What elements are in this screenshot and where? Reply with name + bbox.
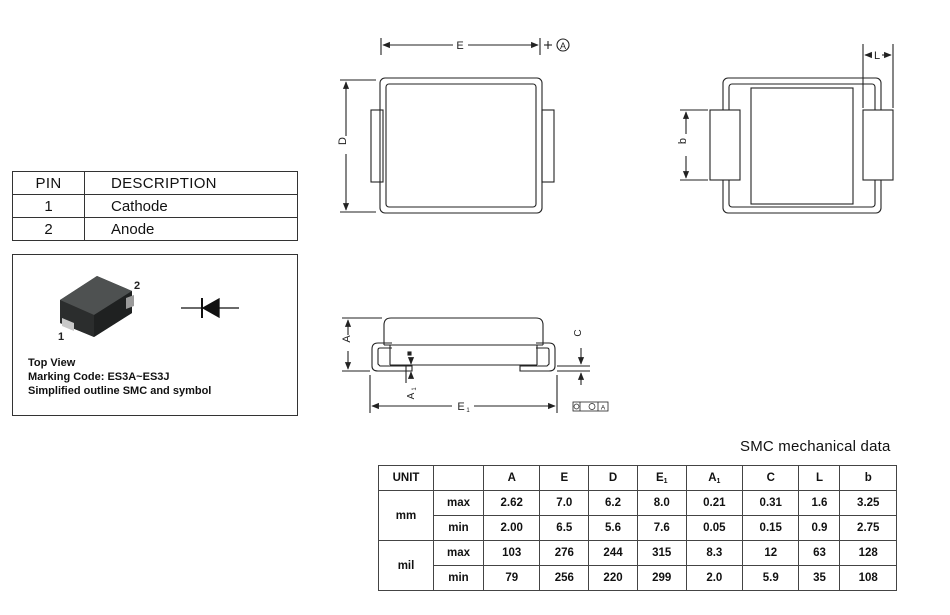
value-cell: 220 (588, 565, 638, 591)
dim-label-b: b (677, 138, 689, 144)
value-cell: 7.0 (539, 490, 590, 516)
value-cell: 63 (798, 540, 841, 566)
bottom-view-drawing (680, 44, 894, 214)
value-cell: 2.75 (839, 515, 897, 541)
top-view-drawing (340, 38, 570, 214)
mechanical-data-title: SMC mechanical data (740, 438, 891, 455)
dim-label-e1-sub: 1 (466, 408, 470, 414)
value-cell: 108 (839, 565, 897, 591)
value-cell: 8.0 (636, 490, 687, 516)
value-cell: 5.9 (742, 565, 800, 591)
value-cell: 2.62 (482, 490, 541, 516)
col-header: b (839, 465, 897, 491)
value-cell: 0.15 (742, 515, 800, 541)
limit-cell: min (433, 515, 484, 541)
value-cell: 299 (636, 565, 687, 591)
value-cell: 7.6 (636, 515, 687, 541)
value-cell: 1.6 (798, 490, 841, 516)
value-cell: 8.3 (685, 540, 744, 566)
pin-number: 1 (12, 194, 85, 218)
value-cell: 0.05 (685, 515, 744, 541)
value-cell: 3.25 (839, 490, 897, 516)
caption-marking-code: Marking Code: ES3A~ES3J (28, 371, 170, 383)
caption-outline: Simplified outline SMC and symbol (28, 385, 212, 397)
table-row: min 2.00 6.5 5.6 7.6 0.05 0.15 0.9 2.75 (379, 515, 897, 541)
dim-label-a1: A (406, 392, 417, 399)
dim-label-e1: E (457, 401, 464, 413)
pin-description-table: PIN DESCRIPTION 1 Cathode 2 Anode (12, 171, 298, 241)
package-pin-1-label: 1 (58, 331, 64, 343)
col-header: L (798, 465, 841, 491)
pin-description: Anode (84, 217, 298, 241)
package-pin-2-label: 2 (134, 280, 140, 292)
col-header: A1 (685, 465, 744, 491)
limit-cell: max (433, 540, 484, 566)
dim-label-c: C (573, 329, 584, 336)
datum-label-a: A (560, 41, 566, 51)
side-view-drawing (342, 317, 609, 413)
value-cell: 79 (482, 565, 541, 591)
package-caption: Top View Marking Code: ES3A~ES3J Simplif… (28, 356, 211, 398)
value-cell: 315 (636, 540, 687, 566)
value-cell: 12 (742, 540, 800, 566)
mechanical-data-table: UNIT A E D E1 A1 C L b mm max 2.62 7.0 6… (378, 465, 897, 591)
table-row: 2 Anode (12, 217, 298, 241)
pin-header: PIN (12, 171, 85, 195)
col-header: D (588, 465, 638, 491)
pin-number: 2 (12, 217, 85, 241)
value-cell: 0.21 (685, 490, 744, 516)
pin-description: Cathode (84, 194, 298, 218)
value-cell: 103 (482, 540, 541, 566)
col-header: E (539, 465, 590, 491)
unit-cell: mil (378, 540, 434, 591)
package-outline-box: Top View Marking Code: ES3A~ES3J Simplif… (12, 254, 298, 416)
limit-header (433, 465, 484, 491)
dim-label-a1-sub: 1 (412, 387, 418, 391)
unit-header: UNIT (378, 465, 434, 491)
value-cell: 256 (539, 565, 590, 591)
table-row: mm max 2.62 7.0 6.2 8.0 0.21 0.31 1.6 3.… (378, 490, 897, 541)
diode-symbol-icon (181, 297, 239, 319)
col-header: A (482, 465, 541, 491)
dim-label-e: E (456, 40, 463, 52)
value-cell: 6.2 (588, 490, 638, 516)
col-header: E1 (636, 465, 687, 491)
value-cell: 0.9 (798, 515, 841, 541)
value-cell: 244 (588, 540, 638, 566)
value-cell: 276 (539, 540, 590, 566)
table-row: min 79 256 220 299 2.0 5.9 35 108 (379, 565, 897, 591)
dim-label-a-height: A (341, 335, 353, 343)
value-cell: 0.31 (742, 490, 800, 516)
unit-cell: mm (378, 490, 434, 541)
limit-cell: min (433, 565, 484, 591)
value-cell: 2.0 (685, 565, 744, 591)
col-header: C (742, 465, 800, 491)
value-cell: 2.00 (482, 515, 541, 541)
caption-top-view: Top View (28, 357, 76, 369)
dim-label-d: D (337, 137, 349, 145)
limit-cell: max (433, 490, 484, 516)
smc-package-illustration (60, 276, 134, 337)
value-cell: 5.6 (588, 515, 638, 541)
table-row: 1 Cathode (12, 194, 298, 218)
value-cell: 35 (798, 565, 841, 591)
value-cell: 128 (839, 540, 897, 566)
tolerance-datum: A (601, 405, 606, 412)
table-row: mil max 103 276 244 315 8.3 12 63 128 (378, 540, 897, 591)
pin-table-header: PIN DESCRIPTION (12, 171, 298, 195)
mech-header-row: UNIT A E D E1 A1 C L b (378, 465, 897, 491)
dim-label-l: L (874, 50, 880, 62)
value-cell: 6.5 (539, 515, 590, 541)
description-header: DESCRIPTION (84, 171, 298, 195)
